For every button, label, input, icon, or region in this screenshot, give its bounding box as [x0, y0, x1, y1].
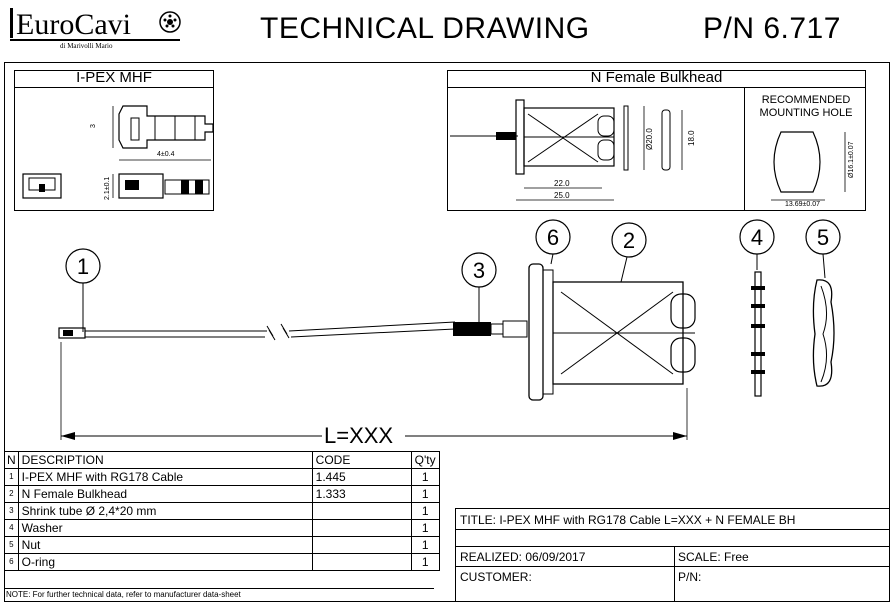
table-row: 6 O-ring 1	[4, 553, 440, 571]
svg-text:6: 6	[547, 225, 559, 250]
title-block-customer: CUSTOMER:	[460, 570, 532, 584]
svg-text:4: 4	[751, 225, 763, 250]
ipex-side-label: 2.1±0.1	[104, 177, 111, 200]
bom-header-n: N	[4, 451, 19, 469]
bom-note: NOTE: For further technical data, refer …	[6, 590, 241, 599]
title-block	[455, 508, 890, 602]
title-block-realized: REALIZED: 06/09/2017	[460, 550, 586, 564]
page-title: TECHNICAL DRAWING	[260, 12, 590, 45]
mount-vertical-label: Ø16.1±0.07	[848, 141, 855, 178]
panel-bulkhead	[447, 70, 866, 211]
callout-1: 1	[65, 248, 101, 332]
bom-header-row: N DESCRIPTION CODE Q'ty	[4, 451, 440, 469]
table-row: 1 I-PEX MHF with RG178 Cable 1.445 1	[4, 468, 440, 486]
ipex-height-label: 3	[90, 124, 97, 128]
callout-3: 3	[461, 252, 497, 324]
logo-underline	[10, 39, 180, 41]
panel-bulkhead-title: N Female Bulkhead	[590, 69, 723, 86]
table-row: 4 Washer 1	[4, 519, 440, 537]
svg-text:2: 2	[623, 228, 635, 253]
logo-subtext: di Marivolli Mario	[60, 42, 113, 50]
svg-text:1: 1	[77, 254, 89, 279]
part-number: P/N 6.717	[703, 12, 841, 45]
bulkhead-drawing: 22.0 25.0 Ø20.0 18.0	[450, 99, 696, 201]
panel-ipex-title: I-PEX MHF	[76, 69, 152, 86]
callout-2: 2	[611, 222, 647, 283]
table-row: 2 N Female Bulkhead 1.333 1	[4, 485, 440, 503]
logo-text: EuroCavi	[16, 8, 131, 41]
table-row: 5 Nut 1	[4, 536, 440, 554]
bulkhead-dia-label: Ø20.0	[645, 128, 654, 150]
svg-text:5: 5	[817, 225, 829, 250]
drawing-frame	[4, 62, 890, 602]
table-row: 3 Shrink tube Ø 2,4*20 mm 1	[4, 502, 440, 520]
length-label: L=XXX	[322, 423, 396, 449]
bom-header-qty: Q'ty	[410, 451, 440, 469]
title-block-title: TITLE: I-PEX MHF with RG178 Cable L=XXX …	[460, 513, 796, 527]
panel-ipex	[14, 70, 214, 211]
bulkhead-len1-label: 22.0	[554, 179, 570, 188]
bulkhead-side-label: 18.0	[687, 130, 696, 146]
title-block-pn: P/N:	[678, 570, 702, 584]
bulkhead-len2-label: 25.0	[554, 191, 570, 200]
callout-4: 4	[739, 219, 775, 270]
assembly-drawing: 1 3 6 2 4 5	[58, 219, 841, 440]
bom-header-description: DESCRIPTION	[17, 451, 313, 469]
mount-horizontal-label: 13.69±0.07	[785, 201, 820, 208]
bom-table: N DESCRIPTION CODE Q'ty 1 I-PEX MHF with…	[4, 451, 440, 571]
bom-header-code: CODE	[311, 451, 412, 469]
svg-text:3: 3	[473, 258, 485, 283]
ipex-width-label: 4±0.4	[157, 151, 175, 158]
logo: EuroCavi di Marivolli Mario	[10, 8, 185, 54]
callout-6: 6	[535, 219, 571, 265]
logo-emblem-icon	[159, 11, 181, 33]
mount-title-2: MOUNTING HOLE	[759, 107, 853, 119]
callout-5: 5	[805, 219, 841, 279]
ipex-drawing: 3 4±0.4 2.1±0.1	[22, 105, 213, 200]
mounting-hole-drawing: Ø16.1±0.07 13.69±0.07	[771, 131, 855, 208]
mount-title-1: RECOMMENDED	[761, 94, 851, 106]
title-block-scale: SCALE: Free	[678, 550, 749, 564]
